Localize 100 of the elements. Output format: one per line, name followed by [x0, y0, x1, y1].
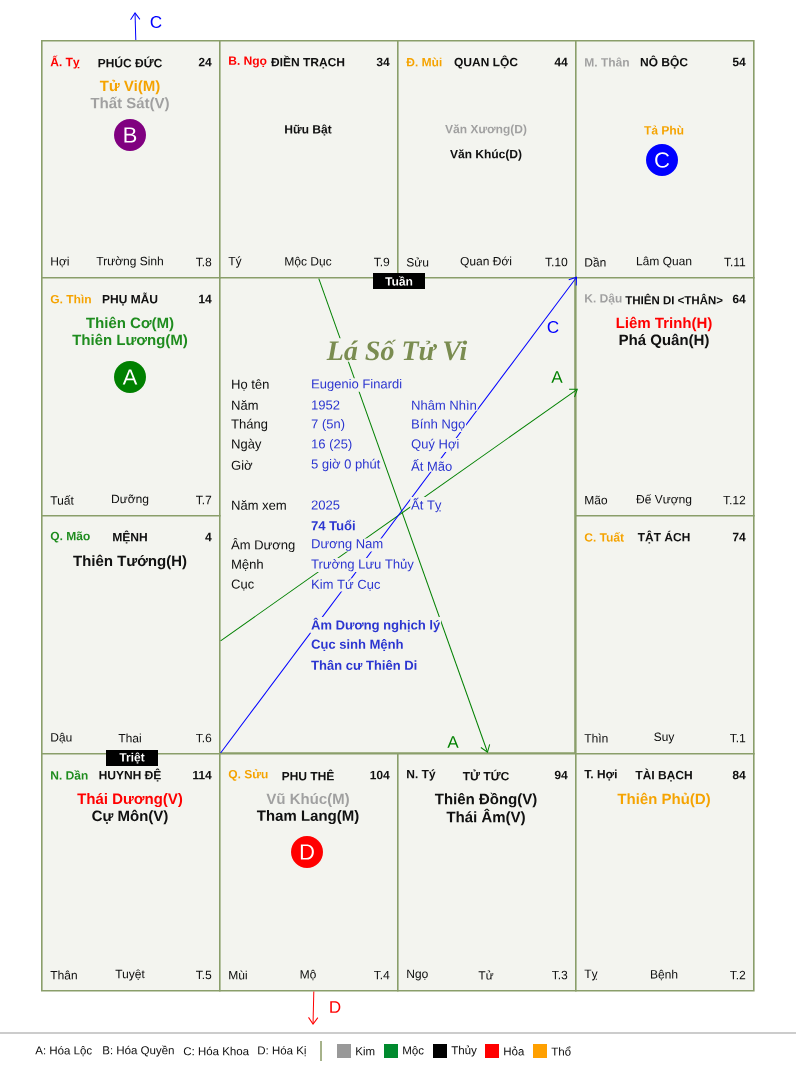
field-value: Bính Ngọ [410, 418, 467, 432]
phase-label: Dưỡng [112, 494, 149, 506]
field-value: 2025 [310, 499, 341, 511]
field-value: Kim Tứ Cục [310, 578, 382, 592]
palace-name: TỬ TỨC [462, 769, 509, 781]
branch-label: Ấ. Tỵ [50, 55, 80, 69]
palace-name: TẬT ÁCH [637, 530, 690, 544]
term-label: T.8 [196, 257, 212, 267]
branch-label: Q. Sửu [228, 769, 268, 781]
field-value: Quý Hợi [410, 438, 461, 452]
palace-cell [219, 753, 399, 992]
branch-label: Tuất [50, 495, 74, 505]
phase-label: Mộ [300, 969, 316, 981]
legend-label: D: Hóa Kị [258, 1045, 306, 1057]
term-label: T.9 [374, 257, 390, 267]
field-label: Họ tên [230, 378, 271, 392]
branch-label: Dần [585, 257, 606, 267]
age-number: 14 [199, 294, 212, 304]
title: Lá Số Tử Vi [325, 338, 469, 362]
palace-cell [41, 753, 221, 992]
field-value: Nhâm Nhìn [410, 399, 478, 411]
star-name: Phá Quân(H) [619, 333, 709, 349]
field-value: 7 (5n) [310, 418, 346, 432]
note-text: Cục sinh Mệnh [310, 638, 405, 652]
legend-label: A: Hóa Lộc [35, 1045, 92, 1057]
palace-cell [575, 753, 755, 992]
branch-label: Mùi [229, 970, 247, 980]
star-name: Thiên Phủ(D) [617, 792, 710, 808]
legend-label: C: Hóa Khoa [183, 1046, 250, 1056]
palace-name: QUAN LỘC [454, 55, 518, 69]
branch-label: Thìn [584, 733, 608, 743]
star-name: Thiên Cơ(M) [86, 316, 174, 332]
term-label: T.11 [724, 257, 746, 267]
branch-label: M. Thân [585, 57, 629, 67]
branch-label: N. Tý [407, 769, 436, 781]
branch-label: C. Tuất [584, 532, 624, 542]
star-name: Liêm Trinh(H) [616, 316, 712, 332]
term-label: T.4 [374, 970, 390, 980]
branch-label: Tỵ [584, 969, 598, 981]
marker-tag: Tuần [373, 273, 425, 289]
field-value: Dương Nam [310, 538, 384, 552]
age-number: 74 [732, 532, 746, 542]
branch-label: Đ. Mùi [406, 57, 442, 67]
field-value: Ất Mão [410, 458, 454, 472]
branch-label: Q. Mão [50, 531, 90, 543]
field-value: 5 giờ 0 phút [310, 458, 382, 472]
age-number: 94 [554, 770, 568, 780]
palace-name: PHU THÊ [282, 769, 334, 781]
palace-name: PHÚC ĐỨC [98, 56, 162, 68]
branch-label: G. Thìn [50, 294, 91, 304]
term-label: T.5 [196, 970, 212, 980]
star-name: Tử Vi(M) [99, 79, 160, 95]
term-label: T.7 [196, 495, 212, 505]
branch-label: Sửu [406, 257, 429, 267]
field-label: Giờ [230, 459, 254, 471]
term-label: T.10 [545, 257, 568, 267]
branch-label: B. Ngọ [229, 56, 267, 68]
age-number: 34 [376, 57, 390, 67]
field-label: Năm [230, 399, 260, 411]
palace-name: PHỤ MẪU [102, 292, 158, 306]
legend-label: Kim [356, 1046, 375, 1056]
arrow [308, 991, 319, 1025]
star-name: Tham Lang(M) [256, 810, 359, 825]
term-label: T.6 [196, 733, 212, 743]
star-name: Thất Sát(V) [90, 96, 169, 112]
field-label: Năm xem [230, 499, 288, 511]
branch-label: Ngọ [407, 969, 428, 981]
palace-cell [41, 40, 221, 279]
branch-label: Thân [50, 970, 77, 980]
branch-label: K. Dậu [585, 293, 622, 305]
field-value: Eugenio Finardi [310, 378, 403, 392]
palace-name: THIÊN DI <THÂN> [625, 293, 723, 305]
arrow [220, 388, 578, 642]
star-name: Cự Môn(V) [92, 809, 168, 825]
phase-label: Tử [478, 970, 494, 980]
field-value: 1952 [310, 399, 341, 411]
star-name: Văn Khúc(D) [450, 149, 522, 161]
phase-label: Suy [654, 732, 675, 744]
palace-name: MỆNH [113, 530, 147, 544]
palace-name: TÀI BẠCH [635, 768, 692, 782]
legend-label: Mộc [403, 1045, 424, 1057]
field-label: Mệnh [230, 558, 265, 572]
palace-cell [575, 40, 755, 279]
branch-label: N. Dần [51, 770, 88, 780]
phase-label: Trường Sinh [96, 256, 163, 268]
phase-label: Tuyệt [115, 969, 145, 981]
star-name: Vũ Khúc(M) [266, 792, 349, 808]
branch-label: Dậu [51, 732, 72, 744]
term-label: T.12 [723, 495, 746, 505]
phase-label: Thai [118, 733, 141, 743]
term-label: T.1 [730, 733, 746, 743]
age-number: 54 [732, 57, 746, 67]
phase-label: Mộc Dục [285, 256, 332, 268]
palace-name: HUYNH ĐỆ [99, 768, 161, 782]
phase-label: Bệnh [651, 969, 678, 981]
note-text: Thân cư Thiên Di [310, 659, 419, 671]
palace-name: NÔ BỘC [640, 55, 688, 69]
star-name: Thiên Đồng(V) [434, 792, 537, 808]
age-number: 114 [193, 770, 212, 780]
branch-label: T. Hợi [584, 769, 617, 781]
